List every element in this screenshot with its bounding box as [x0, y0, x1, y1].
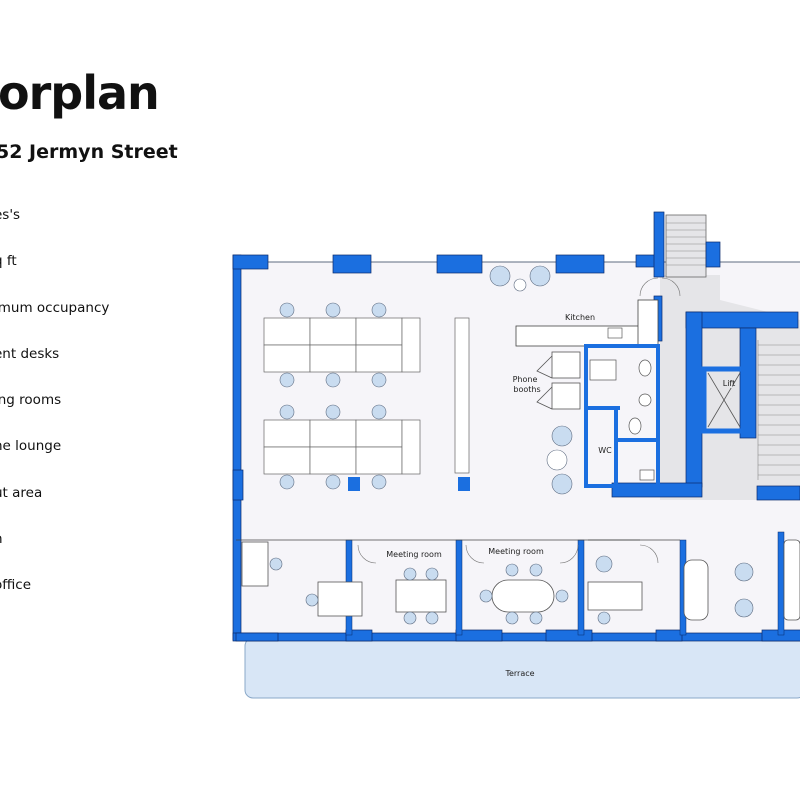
- top-staircase: [665, 214, 707, 278]
- phone-booths-label-2: booths: [513, 385, 540, 394]
- feature-item: q ft: [0, 253, 17, 270]
- phone-booths-label-1: Phone: [513, 375, 538, 384]
- desk-cluster-north: [263, 317, 421, 373]
- feature-item: ne lounge: [0, 438, 62, 455]
- door-swings: [357, 277, 681, 564]
- storage-unit: [454, 317, 470, 474]
- meeting-tables: [241, 541, 643, 617]
- wc-block: [584, 344, 660, 488]
- kitchen-label: Kitchen: [565, 313, 595, 322]
- meeting-chairs: [269, 555, 754, 625]
- wc-fixtures: [589, 359, 655, 481]
- desk-cluster-south: [263, 419, 421, 475]
- meeting-room-2-label: Meeting room: [488, 547, 544, 556]
- feature-item: ut area: [0, 484, 43, 501]
- terrace-label: Terrace: [504, 669, 534, 678]
- feature-item: es's: [0, 207, 21, 223]
- address-subtitle: 52 Jermyn Street: [0, 141, 178, 163]
- feature-item: ent desks: [0, 345, 60, 362]
- page-title: orplan: [0, 66, 160, 120]
- lounge-sofa-right: [783, 539, 800, 621]
- feature-item: office: [0, 577, 32, 594]
- wc-label: WC: [598, 446, 612, 455]
- feature-list: es's q ft imum occupancy ent desks ing r…: [0, 205, 109, 622]
- core-staircase: [757, 340, 800, 480]
- desk-chairs: [279, 302, 387, 490]
- feature-item: ing rooms: [0, 392, 62, 409]
- terrace-area: [244, 637, 800, 699]
- side-tables: [513, 278, 568, 471]
- meeting-room-1-label: Meeting room: [386, 550, 442, 559]
- lift: Lift: [701, 366, 747, 434]
- feature-item: n: [0, 529, 109, 575]
- phone-booths: [536, 351, 581, 410]
- feature-item: imum occupancy: [0, 299, 110, 316]
- lift-label: Lift: [723, 379, 736, 388]
- lounge-chairs: [489, 265, 573, 495]
- sofa: [683, 559, 709, 621]
- column-markers: [348, 477, 470, 491]
